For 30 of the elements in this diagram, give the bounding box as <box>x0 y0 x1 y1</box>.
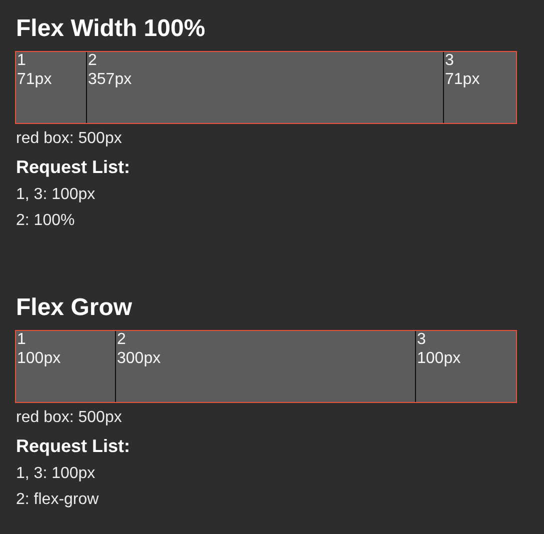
section-heading: Flex Width 100% <box>16 15 206 42</box>
item-number: 2 <box>117 331 126 348</box>
flex-container <box>15 330 517 403</box>
list-item: 2: 100% <box>16 211 75 230</box>
item-width: 357px <box>88 70 132 88</box>
item-number: 3 <box>417 331 426 348</box>
item-number: 1 <box>17 331 26 348</box>
flex-container <box>15 51 517 124</box>
size-note: red box: 500px <box>16 408 122 427</box>
flex-item <box>444 52 516 123</box>
item-width: 71px <box>445 70 480 88</box>
item-number: 3 <box>445 52 454 69</box>
item-width: 100px <box>17 350 61 366</box>
list-heading: Request List: <box>16 157 130 178</box>
flex-item <box>87 52 444 123</box>
list-heading: Request List: <box>16 436 130 457</box>
list-item: 1, 3: 100px <box>16 464 96 483</box>
size-note: red box: 500px <box>16 129 122 148</box>
item-width: 100px <box>417 350 461 366</box>
item-number: 2 <box>88 52 97 69</box>
item-number: 1 <box>17 52 26 69</box>
flex-item <box>416 331 516 402</box>
item-width: 71px <box>17 70 52 88</box>
flex-item <box>16 52 87 123</box>
list-item: 2: flex-grow <box>16 490 99 509</box>
list-item: 1, 3: 100px <box>16 185 96 204</box>
flex-item <box>116 331 416 402</box>
section-heading: Flex Grow <box>16 294 132 321</box>
item-width: 300px <box>117 350 161 366</box>
flex-item <box>16 331 116 402</box>
